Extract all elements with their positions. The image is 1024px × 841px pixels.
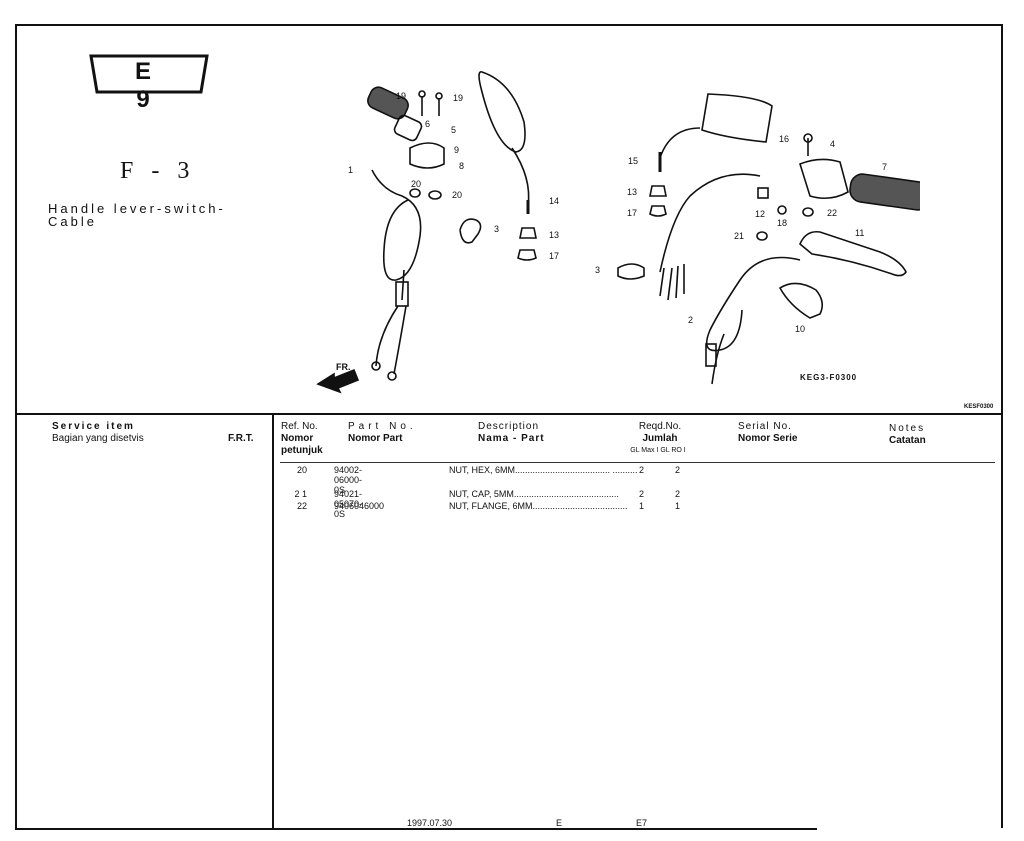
sheet-code: KESF0300 [964, 404, 994, 410]
callout-4: 4 [830, 139, 835, 149]
serial-header: Serial No. Nomor Serie [738, 421, 798, 444]
callout-20b: 20 [452, 190, 462, 200]
callout-13a: 13 [549, 230, 559, 240]
callout-5: 5 [451, 125, 456, 135]
callout-18: 18 [777, 218, 787, 228]
callout-22: 22 [827, 208, 837, 218]
figure-title: Handle lever-switch- Cable [48, 202, 288, 228]
bottom-rule [15, 828, 817, 830]
callout-8: 8 [459, 161, 464, 171]
callout-1: 1 [348, 165, 353, 175]
callout-15: 15 [628, 156, 638, 166]
header-rule [280, 462, 995, 463]
figure-title-line2: Cable [48, 214, 97, 229]
notes-header: Notes Catatan [889, 423, 926, 446]
callout-19b: 19 [453, 93, 463, 103]
callout-21: 21 [734, 231, 744, 241]
service-item-header: Service item [52, 421, 135, 432]
callout-11: 11 [855, 228, 864, 238]
section-badge-frame [89, 54, 209, 94]
section-badge: E 9 [134, 58, 177, 113]
callout-2: 2 [688, 315, 693, 325]
drawing-code: KEG3-F0300 [800, 373, 858, 382]
direction-label: FR. [336, 362, 351, 372]
footer-code-2: E7 [636, 818, 648, 828]
footer-date: 1997.07.30 [407, 818, 453, 828]
qty-header: Reqd.No. Jumlah GL Max I GL RO I [630, 421, 686, 454]
callout-14: 14 [549, 196, 559, 206]
callout-9: 9 [454, 145, 459, 155]
callout-3b: 3 [595, 265, 600, 275]
callout-13b: 13 [627, 187, 637, 197]
page-frame [15, 24, 1003, 828]
callout-16: 16 [779, 134, 789, 144]
column-divider [272, 413, 274, 828]
service-item-subheader: Bagian yang disetvis [52, 433, 144, 444]
callout-7: 7 [882, 162, 887, 172]
section-divider [15, 413, 1003, 415]
frt-header: F.R.T. [228, 433, 254, 444]
part-no-header: Part No. Nomor Part [348, 421, 417, 444]
footer-code-1: E [556, 818, 563, 828]
parts-diagram: 19 19 6 5 9 8 1 20 20 3 14 13 17 16 4 15… [316, 71, 920, 394]
ref-header: Ref. No. Nomor petunjuk [281, 421, 323, 456]
callout-20a: 20 [411, 179, 421, 189]
figure-title-line1: Handle lever-switch- [48, 201, 226, 216]
callout-3a: 3 [494, 224, 499, 234]
callout-17a: 17 [549, 251, 559, 261]
description-header: Description Nama - Part [478, 421, 545, 444]
figure-id: F - 3 [120, 158, 196, 184]
callout-17b: 17 [627, 208, 637, 218]
callout-10: 10 [795, 324, 805, 334]
callout-19a: 19 [396, 91, 406, 101]
callout-12: 12 [755, 209, 765, 219]
callout-6: 6 [425, 119, 430, 129]
